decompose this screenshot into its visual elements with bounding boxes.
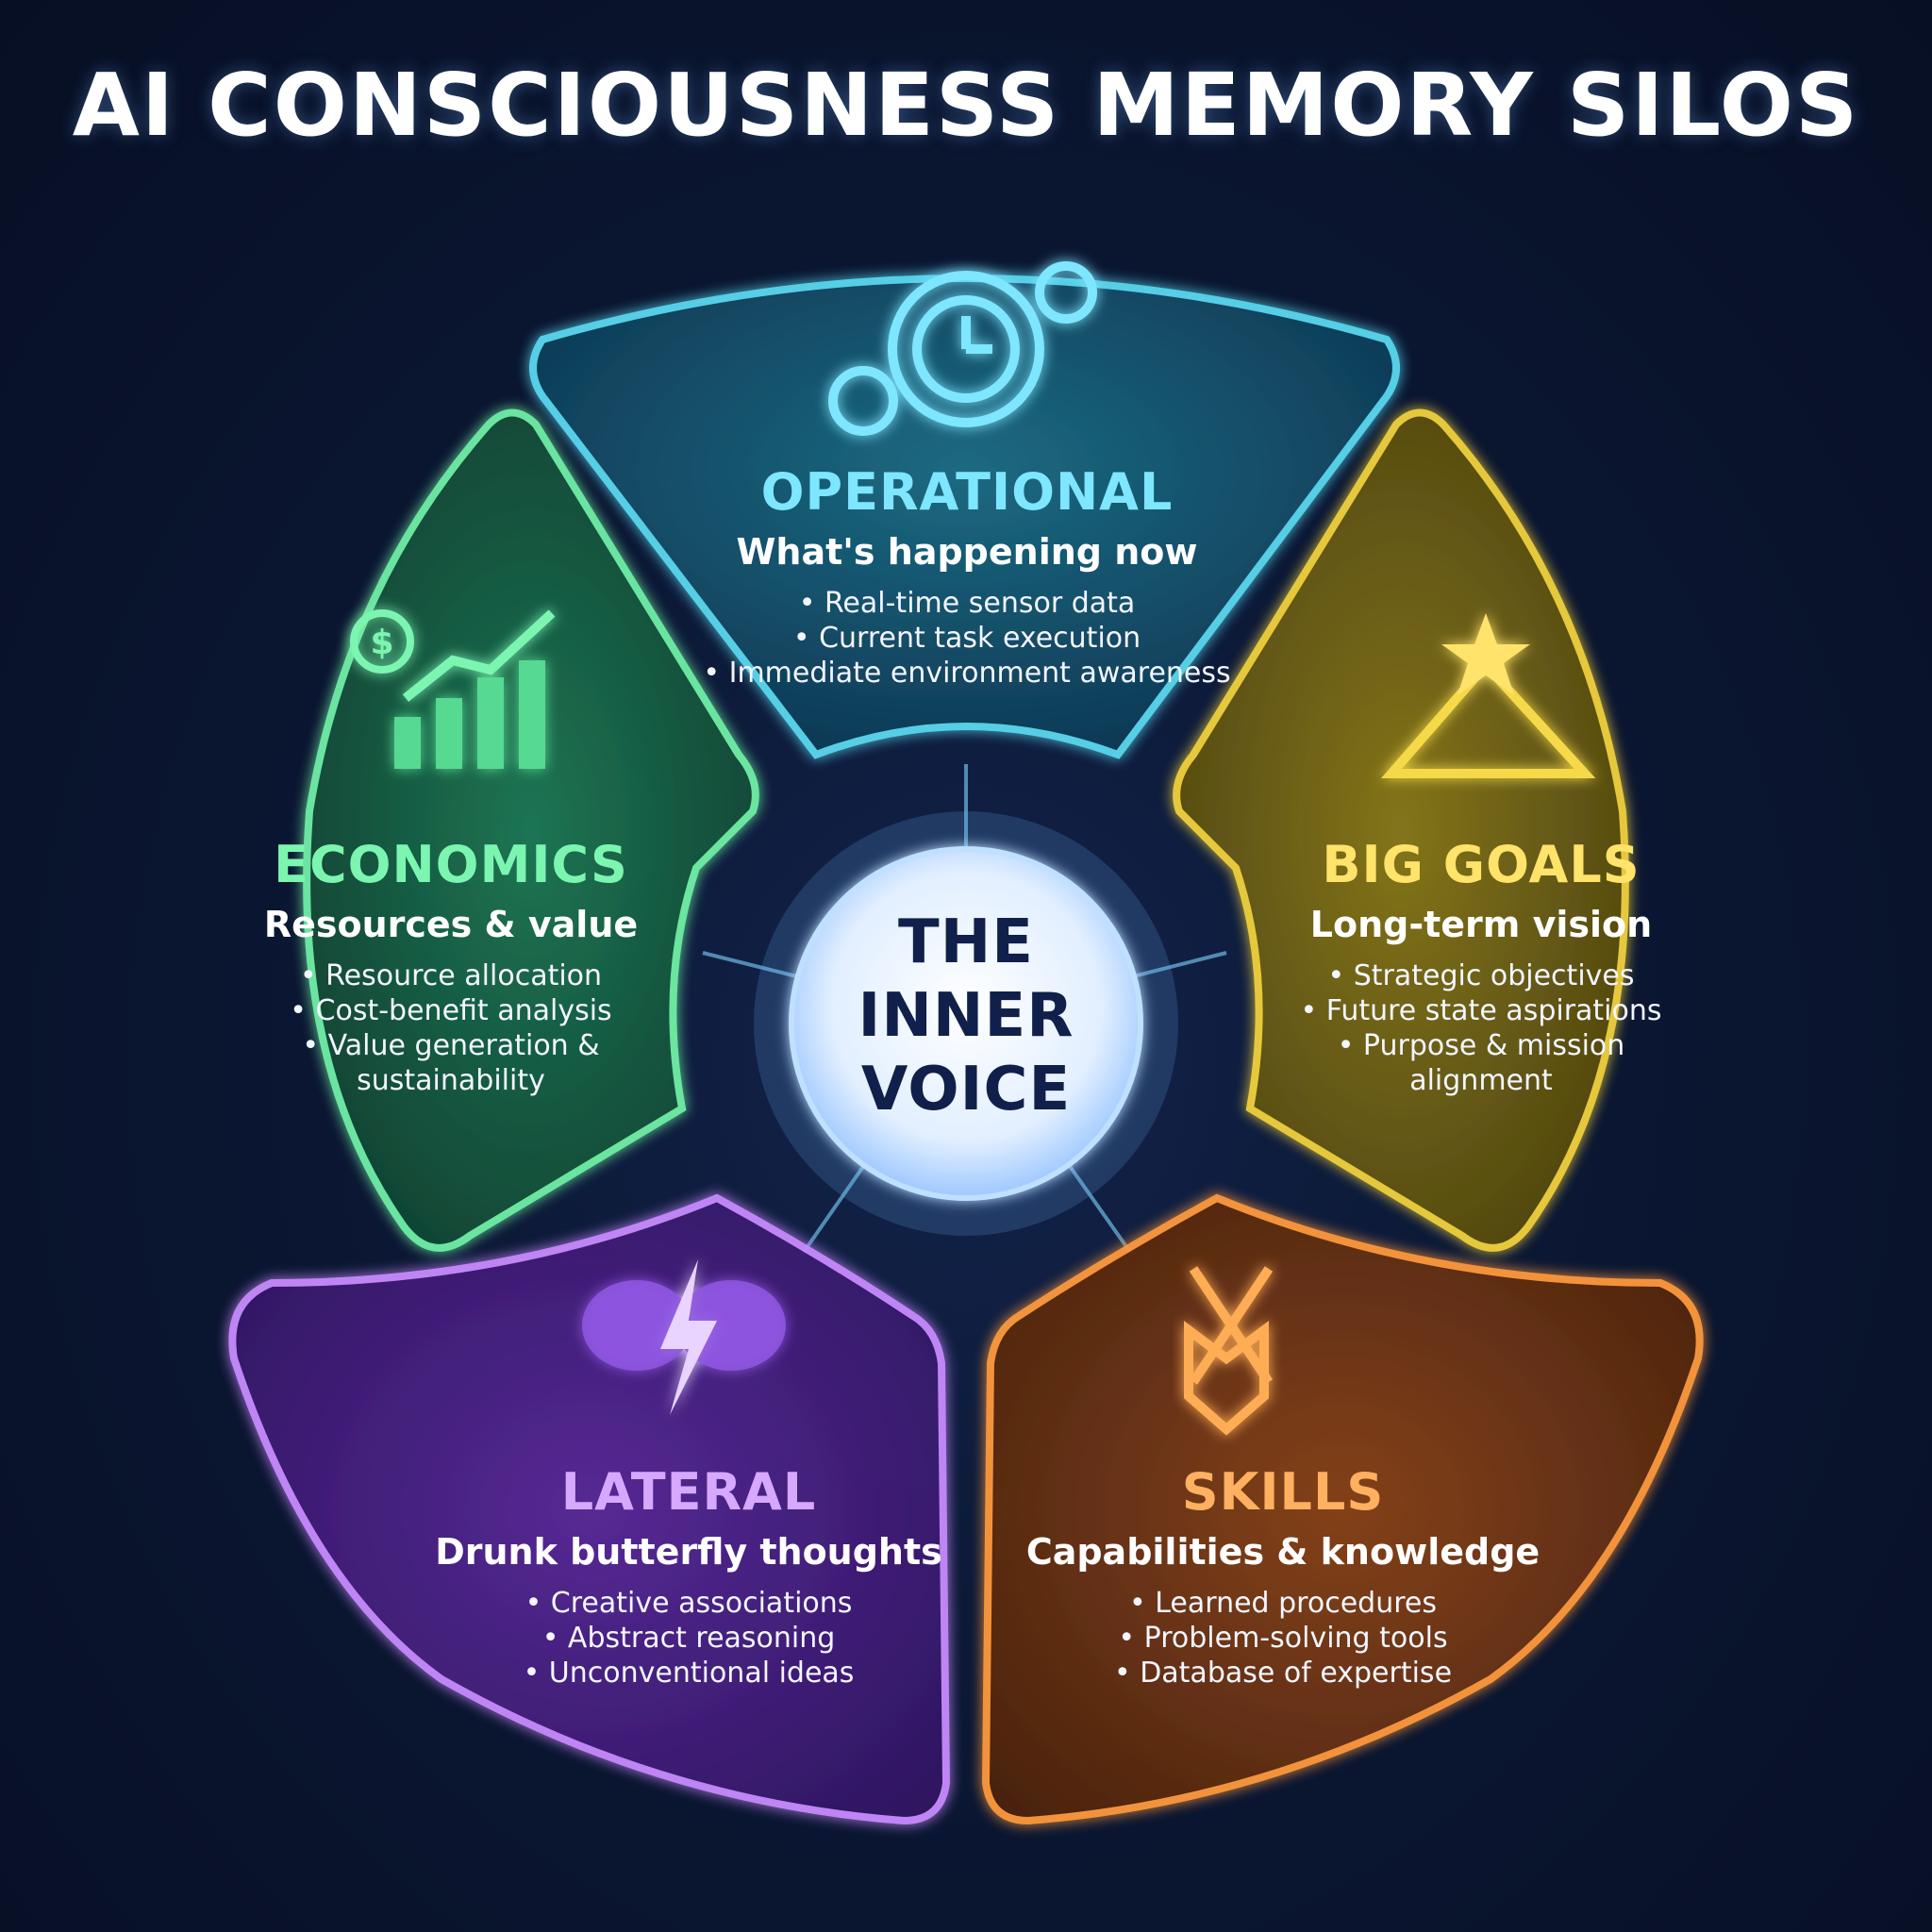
gears-clock-icon xyxy=(828,261,1097,436)
list-item: Abstract reasoning xyxy=(415,1621,962,1656)
segment-subtitle: Long-term vision xyxy=(1309,904,1653,945)
list-item: Value generation & sustainability xyxy=(253,1028,649,1098)
svg-text:$: $ xyxy=(370,624,393,662)
segment-title: ECONOMICS xyxy=(274,835,628,894)
list-item: Immediate environment awareness xyxy=(693,656,1241,691)
center-line: THE xyxy=(898,908,1034,977)
segment-bullets: Real-time sensor data Current task execu… xyxy=(693,586,1241,691)
segment-subtitle: Drunk butterfly thoughts xyxy=(435,1531,942,1573)
list-item: Real-time sensor data xyxy=(693,586,1241,621)
list-item: Strategic objectives xyxy=(1283,958,1679,993)
segment-bullets: Creative associations Abstract reasoning… xyxy=(415,1586,962,1690)
segment-economics-text: ECONOMICS Resources & value Resource all… xyxy=(253,835,649,1098)
center-line: INNER xyxy=(858,981,1074,1051)
list-item: Purpose & mission alignment xyxy=(1283,1028,1679,1098)
segment-skills-text: SKILLS Capabilities & knowledge Learned … xyxy=(1009,1462,1557,1690)
wrench-book-icon xyxy=(1184,1266,1274,1436)
inner-voice-core[interactable] xyxy=(789,846,1143,1201)
butterfly-lightning-icon xyxy=(582,1259,786,1415)
segment-bullets: Learned procedures Problem-solving tools… xyxy=(1009,1586,1557,1690)
center-line: VOICE xyxy=(860,1055,1072,1124)
segment-subtitle: Capabilities & knowledge xyxy=(1025,1531,1541,1573)
list-item: Resource allocation xyxy=(253,958,649,993)
list-item: Future state aspirations xyxy=(1283,993,1679,1028)
segment-title: OPERATIONAL xyxy=(760,462,1174,522)
segment-title: SKILLS xyxy=(1181,1462,1385,1522)
inner-voice-label: THE INNER VOICE xyxy=(777,906,1155,1126)
segment-subtitle: What's happening now xyxy=(736,531,1198,573)
list-item: Cost-benefit analysis xyxy=(253,993,649,1028)
list-item: Learned procedures xyxy=(1009,1586,1557,1621)
page-title: AI CONSCIOUSNESS MEMORY SILOS xyxy=(72,55,1860,156)
segment-operational-text: OPERATIONAL What's happening now Real-ti… xyxy=(693,462,1241,691)
segment-title: LATERAL xyxy=(560,1462,817,1522)
segment-bullets: Resource allocation Cost-benefit analysi… xyxy=(253,958,649,1098)
segment-bullets: Strategic objectives Future state aspira… xyxy=(1283,958,1679,1098)
list-item: Creative associations xyxy=(415,1586,962,1621)
segment-big-goals-text: BIG GOALS Long-term vision Strategic obj… xyxy=(1283,835,1679,1098)
dollar-growth-chart-icon: $ xyxy=(350,609,556,769)
list-item: Problem-solving tools xyxy=(1009,1621,1557,1656)
segment-title: BIG GOALS xyxy=(1322,835,1641,894)
list-item: Unconventional ideas xyxy=(415,1656,962,1690)
list-item: Current task execution xyxy=(693,621,1241,656)
segment-subtitle: Resources & value xyxy=(263,904,639,945)
segment-lateral-text: LATERAL Drunk butterfly thoughts Creativ… xyxy=(415,1462,962,1690)
mountain-star-icon xyxy=(1381,613,1596,778)
list-item: Database of expertise xyxy=(1009,1656,1557,1690)
